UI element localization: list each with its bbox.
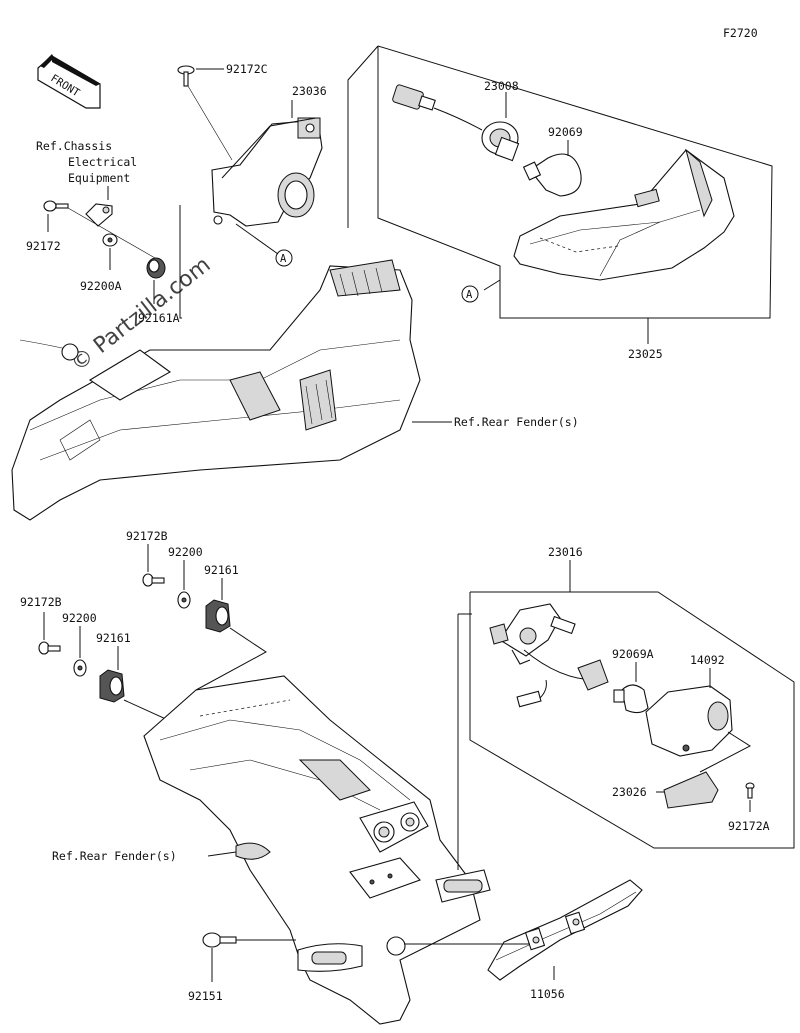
bolt-92151 — [202, 932, 237, 948]
label-92200-b: 92200 — [62, 611, 97, 625]
ref-chassis-line1: Ref.Chassis — [36, 139, 112, 153]
label-92172b-b: 92172B — [20, 595, 62, 609]
screw-92172a — [745, 782, 755, 799]
figure-code: F2720 — [723, 26, 758, 40]
label-23016: 23016 — [548, 545, 583, 559]
bulb-92069a — [613, 684, 649, 714]
ref-chassis-line2: Electrical — [68, 155, 137, 169]
label-92200a: 92200A — [80, 279, 122, 293]
grommet-92161-a — [205, 599, 231, 633]
ref-chassis-line3: Equipment — [68, 171, 130, 185]
screw-92172b-a — [142, 573, 165, 587]
label-92151: 92151 — [188, 989, 223, 1003]
label-92069a: 92069A — [612, 647, 654, 661]
screw-92172c — [177, 65, 195, 87]
label-92161-a: 92161 — [204, 563, 239, 577]
label-92172: 92172 — [26, 239, 61, 253]
callout-a-1: A — [280, 253, 287, 265]
label-23026: 23026 — [612, 785, 647, 799]
screw-92172b-b — [38, 641, 61, 655]
taillight-23025 — [513, 148, 735, 281]
lens-14092 — [645, 685, 733, 757]
turn-signal-23016 — [489, 603, 609, 708]
label-14092: 14092 — [690, 653, 725, 667]
label-92161-b: 92161 — [96, 631, 131, 645]
label-11056: 11056 — [530, 987, 565, 1001]
ref-rear-fender-top: Ref.Rear Fender(s) — [454, 415, 579, 429]
bracket-23036 — [211, 117, 323, 227]
reflector-23026 — [663, 771, 719, 809]
label-92172c: 92172C — [226, 62, 268, 76]
rear-fender-upper — [11, 259, 421, 521]
bulb-92069 — [522, 153, 582, 197]
callout-a-circle — [275, 249, 293, 267]
label-92172a: 92172A — [728, 819, 770, 833]
label-23036: 23036 — [292, 84, 327, 98]
label-92200-a: 92200 — [168, 545, 203, 559]
callout-a-circle-2 — [461, 285, 479, 303]
label-92172b-a: 92172B — [126, 529, 168, 543]
grommet-92161-b — [99, 669, 125, 703]
front-arrow-icon: FRONT — [37, 54, 101, 109]
rear-fender-lower — [143, 675, 491, 1025]
ref-rear-fender-bottom: Ref.Rear Fender(s) — [52, 849, 177, 863]
label-92069: 92069 — [548, 125, 583, 139]
label-23025: 23025 — [628, 347, 663, 361]
grommet-92161a — [146, 257, 166, 279]
label-92161a: 92161A — [138, 311, 180, 325]
callout-a-2: A — [466, 289, 473, 301]
socket-23008 — [392, 84, 520, 162]
label-23008: 23008 — [484, 79, 519, 93]
bracket-11056 — [487, 879, 643, 981]
